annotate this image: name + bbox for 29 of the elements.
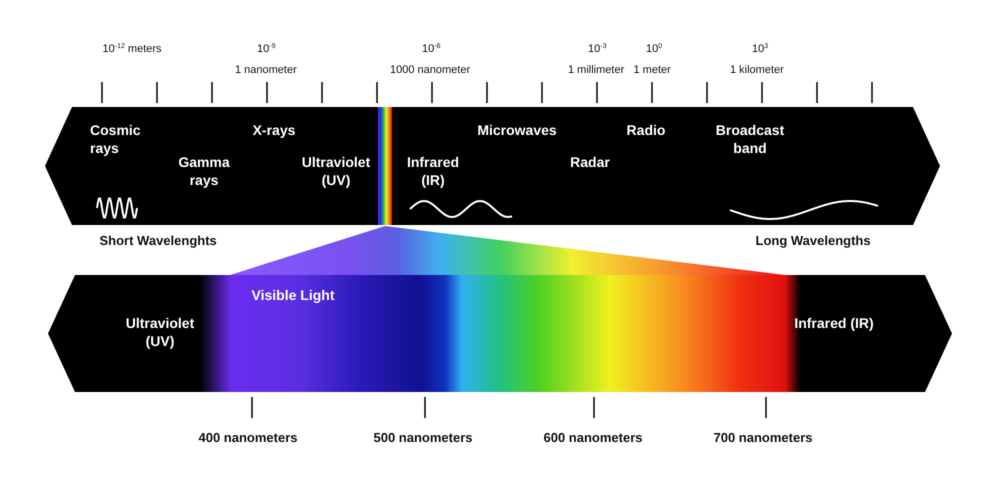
band-label: Infrared (IR) xyxy=(406,153,460,189)
scale-label: 10$^{-12}$ meters xyxy=(102,43,162,56)
band-label: Visible Light xyxy=(250,286,336,304)
wavelength-label: 600 nanometers xyxy=(544,430,642,445)
band-label: Infrared (IR) xyxy=(794,314,874,332)
band-label: Microwaves xyxy=(476,121,558,139)
scale-label: 1 kilometer xyxy=(730,64,784,77)
band-label: Cosmic rays xyxy=(90,121,142,157)
band-label: Radar xyxy=(569,153,611,171)
wavelength-label: 500 nanometers xyxy=(374,430,472,445)
wavelength-label: 700 nanometers xyxy=(714,430,812,445)
band-label: Gamma rays xyxy=(177,153,231,189)
axis-label: Long Wavelengths xyxy=(756,233,871,248)
band-label: Radio xyxy=(626,121,666,139)
scale-label: 10$^{0}$ xyxy=(646,43,662,56)
scale-label: 10$^{-9}$ xyxy=(257,43,276,56)
scale-label: 10$^{3}$ xyxy=(752,43,768,56)
scale-label: 1 meter xyxy=(634,64,671,77)
scale-label: 1 nanometer xyxy=(235,64,297,77)
scale-label: 10$^{-3}$ xyxy=(588,43,606,56)
axis-label: Short Wavelenghts xyxy=(100,233,217,248)
band-label: Ultraviolet (UV) xyxy=(300,153,372,189)
band-label: Ultraviolet (UV) xyxy=(124,314,196,350)
scale-label: 1 millimeter xyxy=(568,64,624,77)
band-label: Broadcast band xyxy=(714,121,786,157)
band-label: X-rays xyxy=(252,121,296,139)
wavelength-label: 400 nanometers xyxy=(198,430,298,445)
scale-label: 1000 nanometer xyxy=(390,64,470,77)
scale-label: 10$^{-6}$ xyxy=(422,43,440,56)
